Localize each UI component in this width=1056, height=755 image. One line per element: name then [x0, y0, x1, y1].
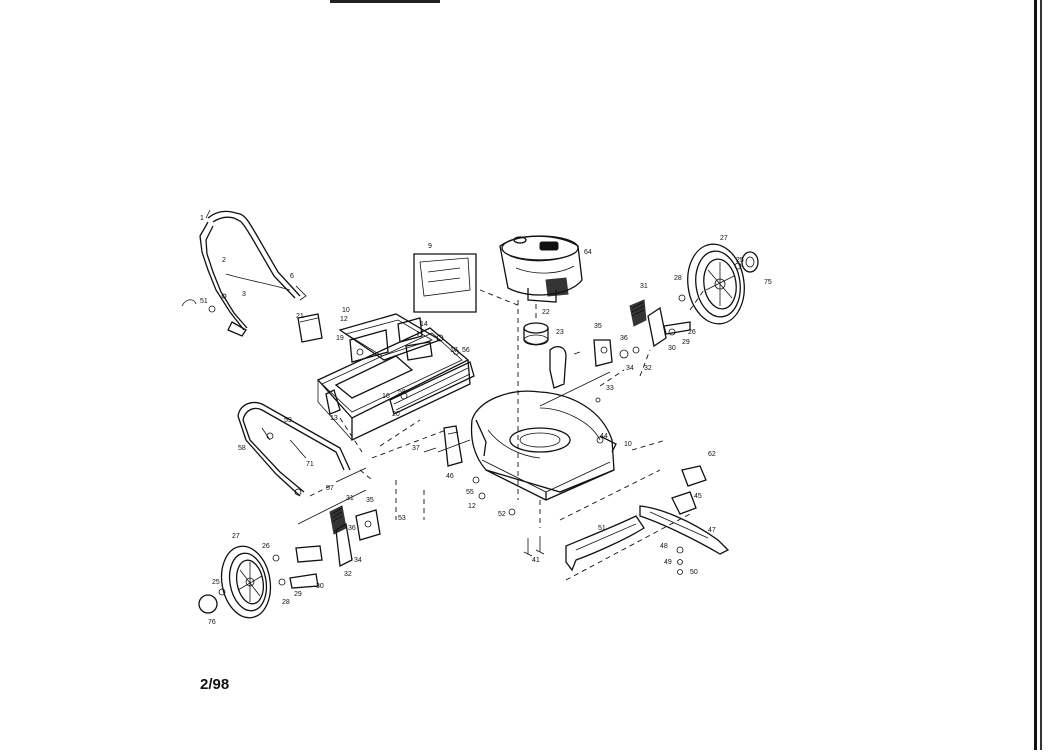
mower-deck	[470, 390, 617, 501]
part-label: 56	[462, 347, 470, 354]
part-label: 2	[222, 257, 226, 264]
part-label: 41	[532, 557, 540, 564]
part-label: 29	[294, 591, 302, 598]
part-label: 48	[660, 543, 668, 550]
part-label: 9	[428, 243, 432, 250]
leader-lines	[297, 289, 705, 581]
part-label: 57	[326, 485, 334, 492]
part-number-labels: 1 2 3 6 51 9 10 12 14 17 16 19 21 20 58 …	[200, 215, 772, 626]
part-label: 16	[382, 393, 390, 400]
part-label: 45	[694, 493, 702, 500]
blade-adapter	[523, 322, 549, 346]
part-label: 46	[446, 473, 454, 480]
part-label: 49	[664, 559, 672, 566]
part-label: 32	[644, 365, 652, 372]
part-label: 23	[556, 329, 564, 336]
part-label: 36	[348, 525, 356, 532]
part-label: 19	[336, 335, 344, 342]
part-label: 62	[708, 451, 716, 458]
part-label: 28	[674, 275, 682, 282]
part-label: 71	[306, 461, 314, 468]
part-label: 30	[668, 345, 676, 352]
part-label: 22	[542, 309, 550, 316]
part-label: 50	[690, 569, 698, 576]
part-label: 34	[354, 557, 362, 564]
part-label: 58	[398, 389, 406, 396]
part-label: 27	[232, 533, 240, 540]
part-label: 3	[242, 291, 246, 298]
part-label: 58	[238, 445, 246, 452]
part-label: 32	[344, 571, 352, 578]
part-label: 36	[620, 335, 628, 342]
part-label: 12	[340, 316, 348, 323]
part-label: 28	[282, 599, 290, 606]
page-edge-inner	[1040, 0, 1042, 750]
part-label: 10	[624, 441, 632, 448]
frame-hardware	[325, 317, 604, 557]
bracket-box	[413, 253, 477, 313]
right-wheel	[687, 243, 759, 325]
part-label: 35	[594, 323, 602, 330]
right-height-adjuster	[593, 294, 691, 367]
part-label: 33	[606, 385, 614, 392]
part-label: 76	[208, 619, 216, 626]
rear-axle-bracket	[539, 345, 611, 407]
part-label: 59	[284, 417, 292, 424]
rear-door	[443, 425, 463, 467]
part-label: 31	[640, 283, 648, 290]
part-label: 6	[290, 273, 294, 280]
part-label: 26	[262, 543, 270, 550]
left-height-adjuster	[272, 505, 381, 589]
grass-bag-frame	[297, 313, 475, 442]
left-wheel	[198, 545, 272, 619]
part-label: 17	[450, 347, 458, 354]
page-edge	[1034, 0, 1037, 750]
baffle	[565, 515, 645, 572]
part-label: 12	[468, 503, 476, 510]
part-label: 25	[736, 257, 744, 264]
part-label: 31	[346, 495, 354, 502]
part-label: 1	[200, 215, 204, 222]
date-code: 2/98	[200, 676, 230, 693]
part-label: 27	[720, 235, 728, 242]
upper-handle	[181, 209, 307, 337]
part-label: 21	[296, 313, 304, 320]
part-label: 51	[200, 298, 208, 305]
part-label: 75	[764, 279, 772, 286]
engine	[499, 235, 583, 303]
blade	[639, 465, 730, 575]
part-label: 53	[398, 515, 406, 522]
part-label: 37	[412, 445, 420, 452]
part-label: 47	[708, 527, 716, 534]
part-label: 13	[330, 415, 338, 422]
part-label: 20	[392, 411, 400, 418]
part-label: 10	[342, 307, 350, 314]
lower-handle	[237, 401, 351, 497]
part-label: 34	[626, 365, 634, 372]
part-label: 26	[688, 329, 696, 336]
part-label: 35	[366, 497, 374, 504]
part-label: 14	[420, 321, 428, 328]
part-label: 55	[466, 489, 474, 496]
part-label: 29	[682, 339, 690, 346]
part-label: 30	[316, 583, 324, 590]
part-label: 64	[584, 249, 592, 256]
part-label: 52	[498, 511, 506, 518]
part-label: 51	[598, 525, 606, 532]
part-label: 44	[600, 433, 608, 440]
scan-artifact	[330, 0, 440, 3]
part-label: 25	[212, 579, 220, 586]
